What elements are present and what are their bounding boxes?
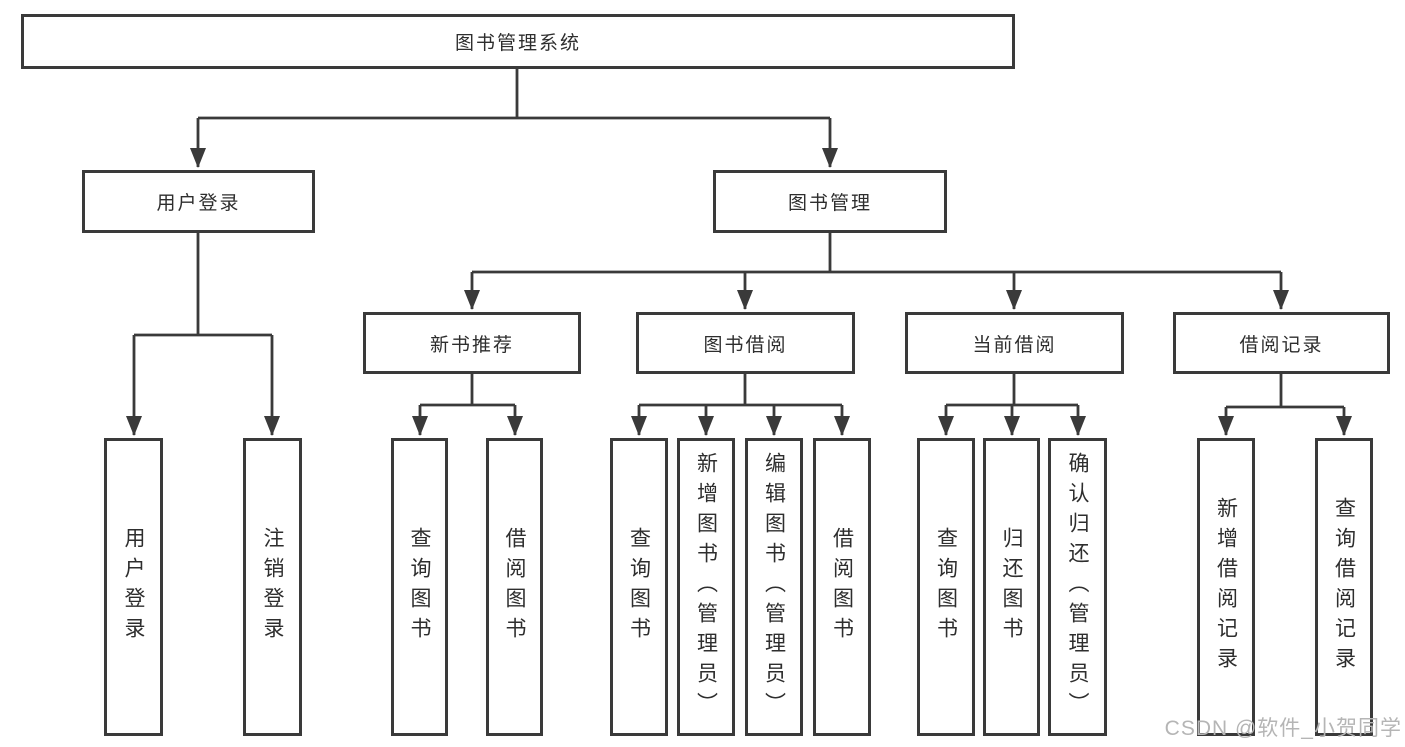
connector-book-borrow-children: [631, 374, 850, 436]
node-user-login: 用户登录: [82, 170, 315, 233]
leaf-user-login: 用户登录: [104, 438, 163, 736]
node-user-login-label: 用户登录: [156, 193, 241, 214]
leaf-confirm-return-admin: 确认归还（管理员）: [1048, 438, 1107, 736]
leaf-edit-book-admin: 编辑图书（管理员）: [745, 438, 803, 736]
leaf-borrow-query-book-label: 查询图书: [627, 527, 651, 647]
leaf-rec-borrow-book: 借阅图书: [486, 438, 543, 736]
leaf-add-borrow-record-label: 新增借阅记录: [1214, 497, 1238, 677]
leaf-edit-book-admin-label: 编辑图书（管理员）: [762, 452, 786, 722]
node-borrow-record: 借阅记录: [1173, 312, 1390, 374]
node-book-borrow: 图书借阅: [636, 312, 855, 374]
leaf-current-query-book: 查询图书: [917, 438, 975, 736]
leaf-query-borrow-record: 查询借阅记录: [1315, 438, 1373, 736]
leaf-logout: 注销登录: [243, 438, 302, 736]
leaf-confirm-return-admin-label: 确认归还（管理员）: [1066, 452, 1089, 722]
leaf-return-book: 归还图书: [983, 438, 1040, 736]
connector-book-mgmt-children: [464, 233, 1289, 310]
node-new-book-rec: 新书推荐: [363, 312, 581, 374]
leaf-add-borrow-record: 新增借阅记录: [1197, 438, 1255, 736]
leaf-borrow-book: 借阅图书: [813, 438, 871, 736]
node-book-mgmt-label: 图书管理: [787, 193, 872, 214]
leaf-query-borrow-record-label: 查询借阅记录: [1332, 497, 1356, 677]
connector-new-book-rec-children: [412, 374, 523, 436]
leaf-current-query-book-label: 查询图书: [934, 527, 958, 647]
node-root-system: 图书管理系统: [21, 14, 1015, 69]
node-borrow-record-label: 借阅记录: [1239, 334, 1324, 356]
connector-current-borrow-children: [938, 374, 1086, 436]
leaf-rec-query-book-label: 查询图书: [408, 527, 431, 647]
node-new-book-rec-label: 新书推荐: [429, 334, 514, 356]
leaf-add-book-admin-label: 新增图书（管理员）: [694, 452, 718, 722]
leaf-logout-label: 注销登录: [261, 527, 284, 647]
connector-user-login-children: [126, 233, 280, 436]
leaf-add-book-admin: 新增图书（管理员）: [677, 438, 735, 736]
leaf-borrow-query-book: 查询图书: [610, 438, 668, 736]
node-current-borrow-label: 当前借阅: [972, 334, 1057, 356]
leaf-rec-query-book: 查询图书: [391, 438, 448, 736]
leaf-return-book-label: 归还图书: [1000, 527, 1023, 647]
node-root-system-label: 图书管理系统: [454, 33, 581, 54]
leaf-borrow-book-label: 借阅图书: [830, 527, 854, 647]
csdn-watermark: CSDN @软件_小贺同学: [1164, 717, 1402, 740]
node-book-mgmt: 图书管理: [713, 170, 947, 233]
leaf-user-login-label: 用户登录: [122, 527, 145, 647]
connector-borrow-record-children: [1218, 374, 1352, 436]
node-current-borrow: 当前借阅: [905, 312, 1124, 374]
connector-root-to-level2: [190, 69, 838, 168]
leaf-rec-borrow-book-label: 借阅图书: [503, 527, 526, 647]
node-book-borrow-label: 图书借阅: [703, 334, 788, 356]
